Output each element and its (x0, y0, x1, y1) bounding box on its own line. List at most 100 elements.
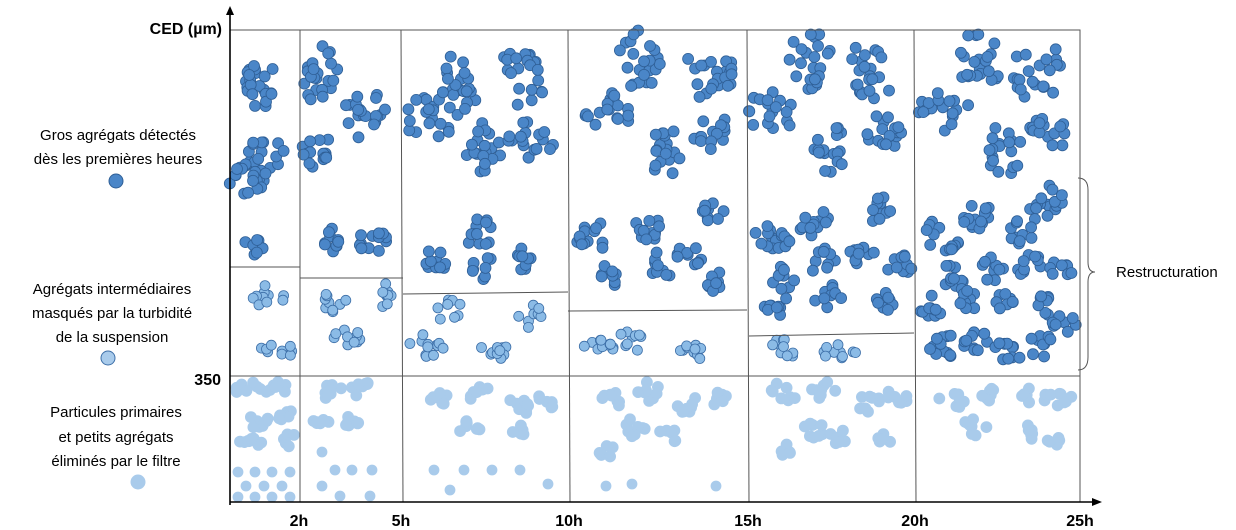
particle (1003, 136, 1016, 149)
particle (521, 398, 534, 411)
particle (589, 118, 602, 131)
particle (905, 262, 918, 275)
particle (813, 146, 825, 159)
particle (422, 103, 435, 116)
particle (340, 294, 352, 306)
particle (863, 390, 876, 403)
particle (459, 103, 471, 115)
particle (992, 165, 1005, 178)
particle (987, 154, 999, 167)
particle (352, 378, 365, 391)
particle (837, 351, 848, 362)
particle (370, 92, 382, 104)
particle (282, 440, 295, 453)
particle (593, 446, 606, 459)
particle (458, 67, 471, 79)
particle (965, 199, 978, 212)
particle (1065, 267, 1078, 279)
particle (503, 130, 516, 143)
particle (447, 89, 460, 101)
particle (410, 94, 423, 106)
particle (837, 424, 849, 437)
particle (287, 428, 300, 441)
particle (258, 480, 270, 492)
particle (596, 241, 609, 254)
particle (861, 128, 874, 141)
particle (582, 110, 594, 123)
particle (259, 280, 271, 292)
particle (273, 412, 286, 425)
particle (276, 480, 288, 492)
particle (917, 106, 930, 118)
particle (821, 47, 834, 60)
particle (632, 386, 645, 399)
particle (606, 265, 619, 278)
particle (671, 250, 684, 263)
particle (532, 74, 545, 87)
particle (449, 79, 462, 91)
particle (818, 292, 831, 305)
particle (578, 340, 590, 352)
particle (249, 466, 261, 478)
particle (1002, 352, 1015, 365)
particle (1013, 351, 1026, 364)
particle (1044, 333, 1057, 346)
particle (1026, 75, 1039, 88)
separator-10h (567, 29, 571, 503)
particle (266, 63, 279, 75)
particle (676, 405, 689, 418)
particle (595, 270, 608, 283)
particle (355, 229, 367, 242)
particle (334, 490, 346, 502)
particle (352, 327, 364, 338)
particle (248, 60, 260, 72)
particle (650, 246, 663, 259)
particle (882, 291, 895, 304)
particle (1049, 43, 1062, 56)
particle (1056, 189, 1068, 202)
particle (1025, 332, 1038, 345)
legend-intermediate-line: Agrégats intermédiaires (33, 281, 191, 298)
particle (330, 328, 342, 340)
separator-5h (400, 29, 404, 503)
particle (669, 434, 682, 447)
particle (232, 466, 244, 478)
particle (863, 84, 876, 97)
particle (622, 109, 635, 122)
particle (304, 93, 317, 106)
particle (643, 214, 656, 227)
particle (986, 132, 999, 145)
particle (513, 82, 525, 95)
particle (1054, 120, 1067, 133)
particle (1018, 388, 1030, 401)
particle (783, 235, 796, 248)
particle (625, 80, 637, 92)
particle (466, 264, 479, 277)
legend-small-line: et petits agrégats (58, 429, 173, 446)
particle (780, 106, 793, 118)
particle (372, 244, 385, 257)
particle (689, 343, 701, 355)
particle (993, 302, 1006, 315)
particle (621, 61, 634, 74)
particle (240, 480, 252, 492)
particle (929, 303, 942, 316)
particle (232, 491, 244, 503)
particle (327, 304, 339, 316)
particle (368, 118, 380, 131)
particle (471, 422, 484, 435)
particle (710, 480, 722, 492)
particle (417, 329, 429, 341)
particle (783, 119, 796, 132)
x-tick-label: 10h (555, 513, 583, 530)
particle (458, 464, 470, 476)
particle (846, 53, 859, 65)
particle (988, 37, 1001, 50)
particle (428, 349, 439, 361)
particle (829, 384, 842, 397)
particle (770, 301, 783, 314)
particle (781, 350, 793, 362)
particle (231, 163, 243, 175)
particle (457, 56, 470, 69)
particle (525, 83, 538, 96)
